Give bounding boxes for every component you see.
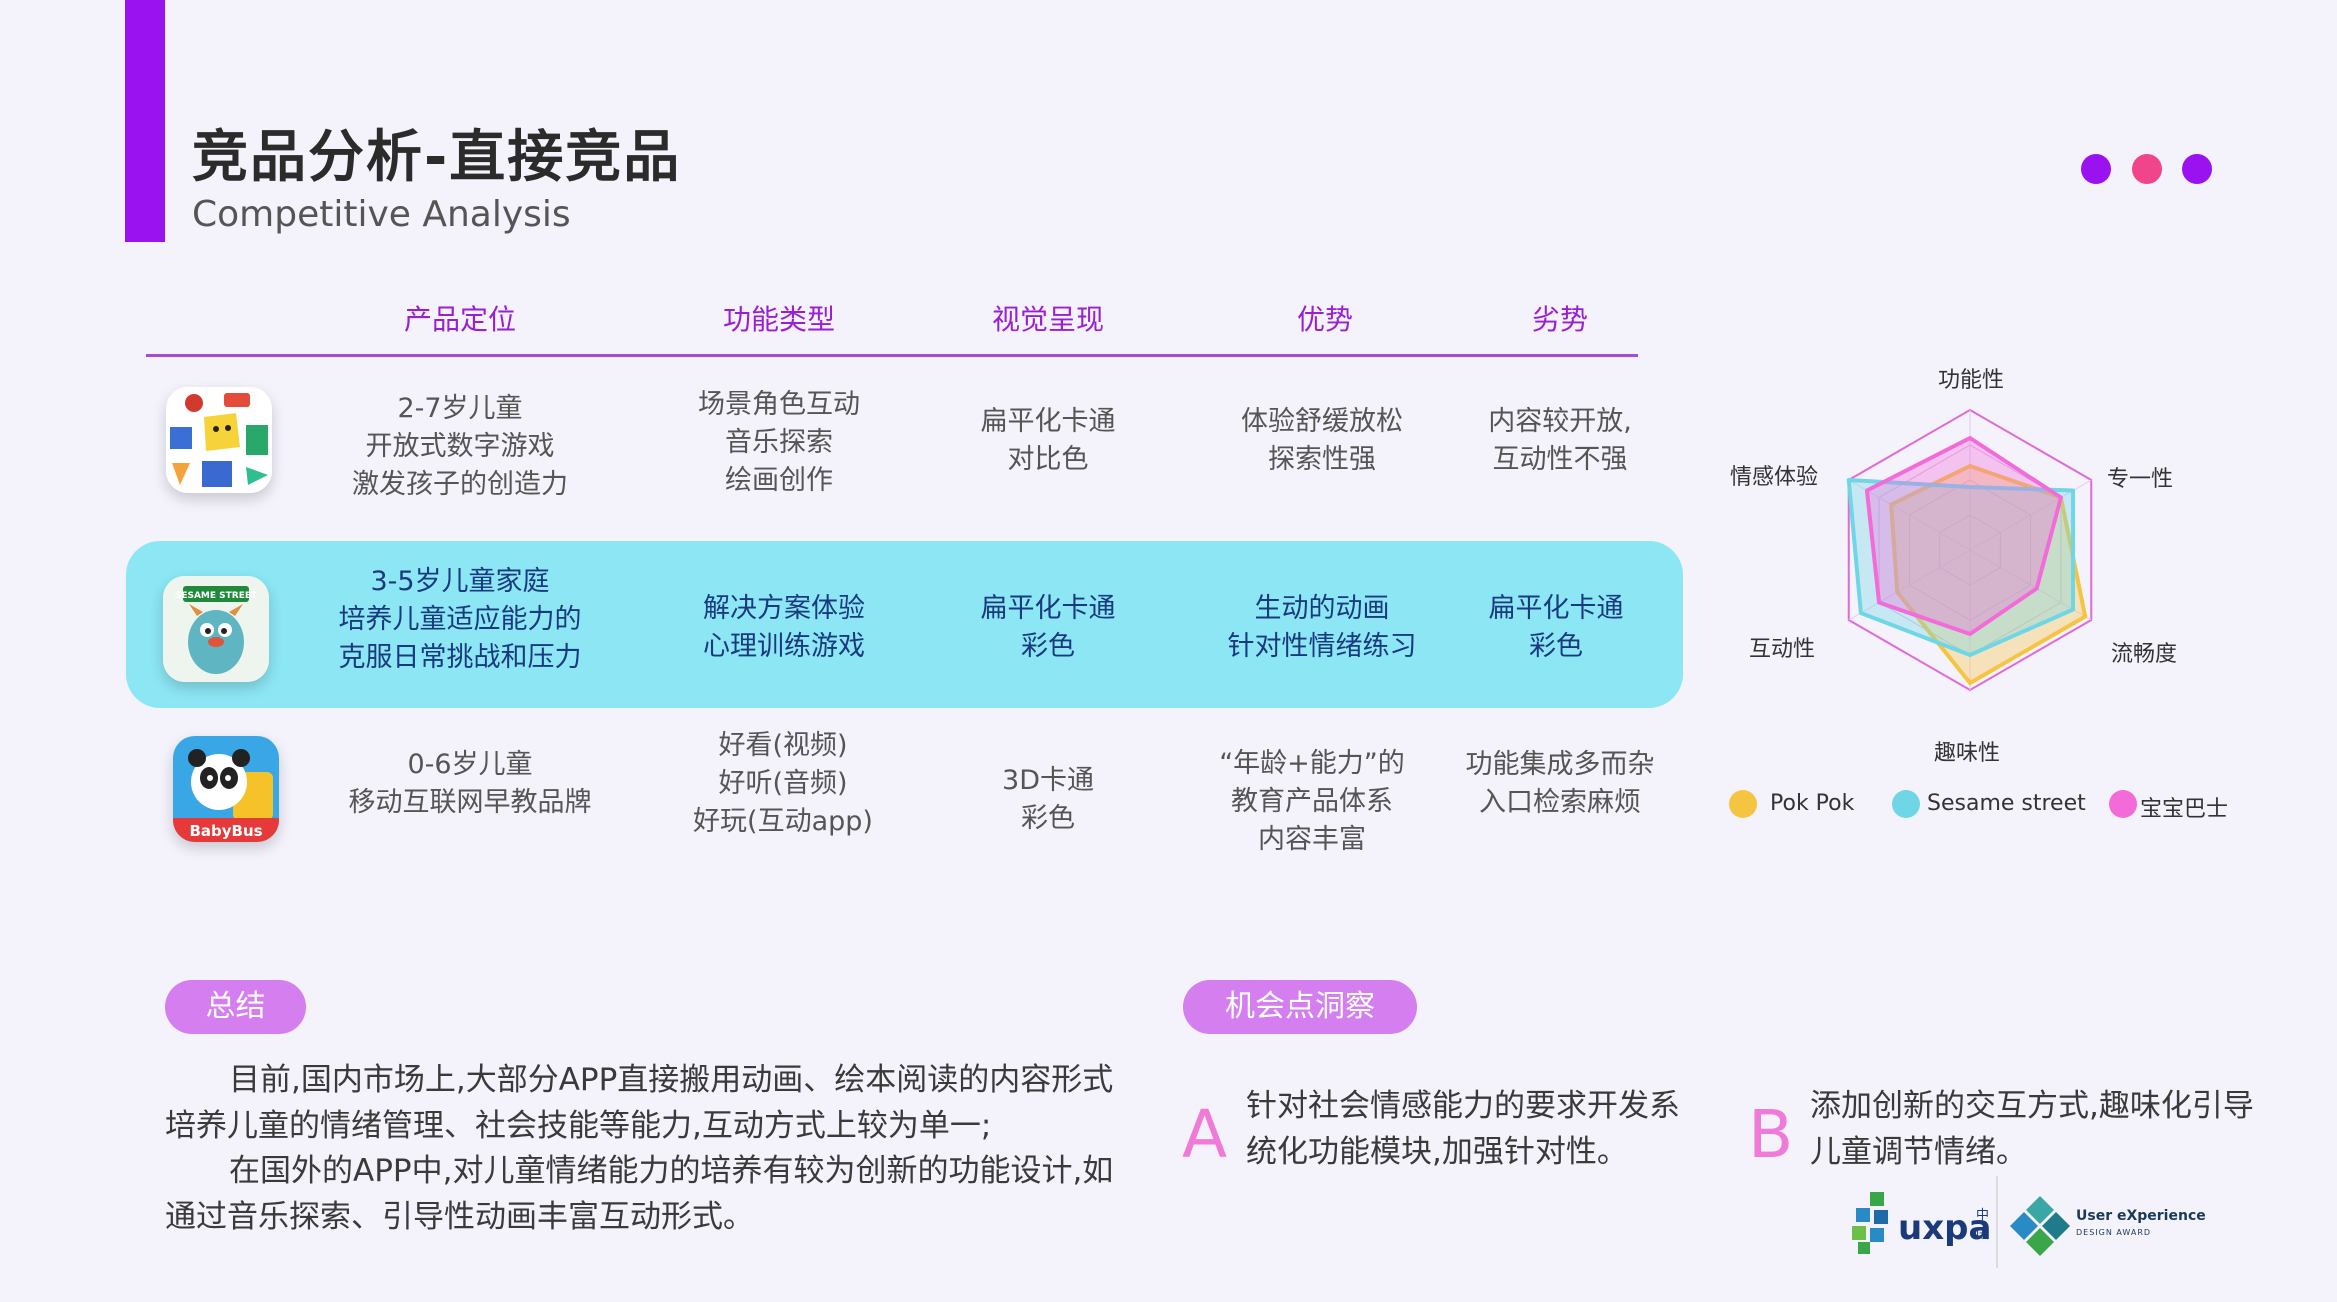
row3-function: 好看(视频) 好听(音频) 好玩(互动app) bbox=[693, 730, 873, 837]
legend-label-sesame: Sesame street bbox=[1927, 791, 2086, 816]
row2-advantage: 生动的动画 针对性情绪练习 bbox=[1227, 593, 1417, 662]
legend-label-pokpok: Pok Pok bbox=[1770, 791, 1855, 816]
row1-visual: 扁平化卡通 对比色 bbox=[980, 406, 1116, 475]
col-header-positioning: 产品定位 bbox=[403, 303, 516, 336]
pokpok-app-icon bbox=[166, 387, 272, 493]
radar-axis-label: 专一性 bbox=[2106, 467, 2174, 492]
summary-text: 目前,国内市场上,大部分APP直接搬用动画、绘本阅读的内容形式培养儿童的情绪管理… bbox=[165, 1058, 1125, 1240]
header-divider bbox=[146, 354, 1638, 357]
summary-paragraph: 在国外的APP中,对儿童情绪能力的培养有较为创新的功能设计,如通过音乐探索、引导… bbox=[165, 1153, 1114, 1235]
radar-chart bbox=[1846, 408, 2093, 692]
row1-advantage: 体验舒缓放松 探索性强 bbox=[1241, 406, 1403, 475]
row2-disadvantage: 扁平化卡通 彩色 bbox=[1488, 593, 1624, 662]
col-header-advantage: 优势 bbox=[1296, 303, 1353, 336]
page-subtitle: Competitive Analysis bbox=[192, 194, 571, 235]
babybus-app-icon: BabyBus bbox=[173, 736, 279, 842]
row3-advantage: “年龄+能力”的 教育产品体系 内容丰富 bbox=[1219, 748, 1405, 855]
opportunity-letter-a: A bbox=[1182, 1096, 1228, 1173]
babybus-badge-text: BabyBus bbox=[189, 822, 262, 840]
sesame-badge-text: SESAME STREET bbox=[175, 591, 258, 601]
row1-positioning: 2-7岁儿童 开放式数字游戏 激发孩子的创造力 bbox=[352, 393, 568, 500]
award-logo-line2: DESIGN AWARD bbox=[2076, 1228, 2152, 1237]
radar-axis-label: 情感体验 bbox=[1729, 465, 1819, 490]
row2-positioning: 3-5岁儿童家庭 培养儿童适应能力的 克服日常挑战和压力 bbox=[338, 566, 582, 673]
summary-label: 总结 bbox=[165, 980, 306, 1034]
decor-dot bbox=[2081, 154, 2111, 184]
uxpa-logo: uxpa 中国 bbox=[1848, 1188, 1998, 1258]
summary-paragraph: 目前,国内市场上,大部分APP直接搬用动画、绘本阅读的内容形式培养儿童的情绪管理… bbox=[165, 1062, 1114, 1144]
legend-swatch-sesame bbox=[1892, 790, 1920, 818]
radar-spoke bbox=[1848, 549, 1971, 621]
decor-dot bbox=[2182, 154, 2212, 184]
opportunity-b-text: 添加创新的交互方式,趣味化引导儿童调节情绪。 bbox=[1810, 1088, 2254, 1170]
award-logo-line1: User eXperience bbox=[2076, 1208, 2206, 1224]
row1-disadvantage: 内容较开放, 互动性不强 bbox=[1488, 406, 1632, 475]
radar-series-宝宝巴士 bbox=[1864, 436, 2063, 636]
row3-visual: 3D卡通 彩色 bbox=[1002, 765, 1094, 834]
legend-swatch-pokpok bbox=[1729, 790, 1757, 818]
logo-divider bbox=[1996, 1176, 1998, 1268]
row2-visual: 扁平化卡通 彩色 bbox=[980, 593, 1116, 662]
radar-axis-label: 流畅度 bbox=[2110, 642, 2178, 667]
row2-function: 解决方案体验 心理训练游戏 bbox=[703, 593, 865, 662]
opportunity-label: 机会点洞察 bbox=[1183, 980, 1417, 1034]
opportunity-a-text: 针对社会情感能力的要求开发系统化功能模块,加强针对性。 bbox=[1246, 1088, 1680, 1170]
page-title: 竞品分析-直接竞品 bbox=[192, 125, 682, 190]
row3-positioning: 0-6岁儿童 移动互联网早教品牌 bbox=[348, 749, 592, 818]
radar-axis-label: 互动性 bbox=[1748, 637, 1816, 662]
highlight-row-bg bbox=[126, 541, 1683, 708]
legend-label-babybus: 宝宝巴士 bbox=[2140, 797, 2229, 822]
radar-axis-label: 趣味性 bbox=[1933, 741, 2001, 766]
sesame-street-app-icon: SESAME STREET bbox=[163, 576, 269, 682]
decor-dot bbox=[2132, 154, 2162, 184]
row1-function: 场景角色互动 音乐探索 绘画创作 bbox=[698, 389, 860, 496]
radar-axis-label: 功能性 bbox=[1937, 368, 2005, 393]
col-header-visual: 视觉呈现 bbox=[991, 303, 1104, 336]
col-header-function: 功能类型 bbox=[722, 303, 835, 336]
legend-swatch-babybus bbox=[2109, 790, 2137, 818]
uxpa-logo-cn: 中国 bbox=[1976, 1208, 1990, 1242]
ux-design-award-logo: User eXperience DESIGN AWARD bbox=[2010, 1194, 2210, 1258]
row3-disadvantage: 功能集成多而杂 入口检索麻烦 bbox=[1465, 749, 1655, 818]
col-header-disadvantage: 劣势 bbox=[1531, 303, 1588, 336]
accent-bar bbox=[125, 0, 165, 242]
opportunity-letter-b: B bbox=[1748, 1096, 1794, 1173]
uxpa-logo-text: uxpa bbox=[1898, 1208, 1992, 1248]
